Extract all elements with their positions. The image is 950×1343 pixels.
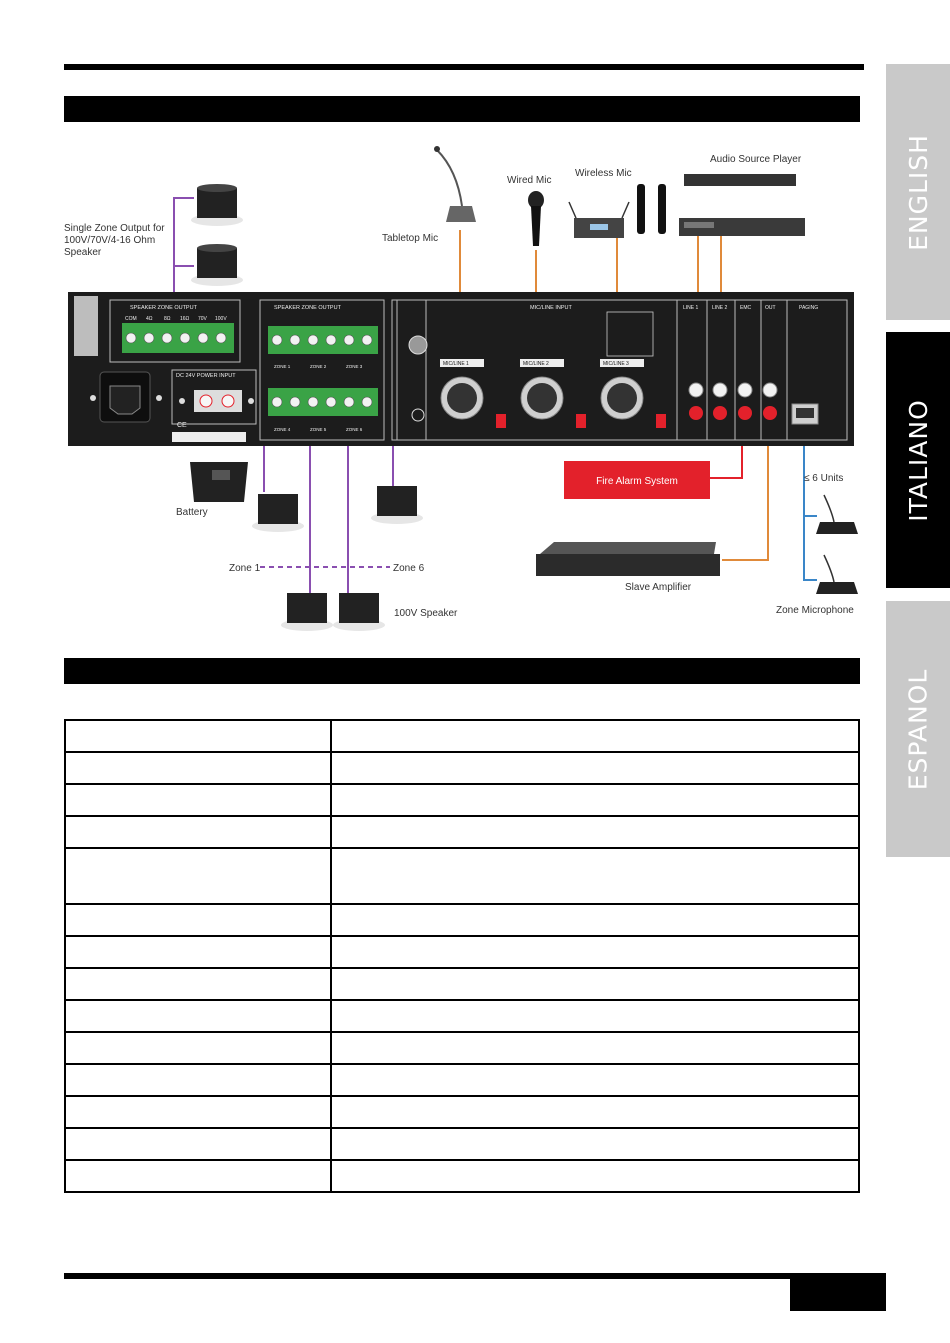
table-row (64, 999, 860, 1033)
svg-text:COM: COM (125, 316, 137, 322)
xlr-inputs: MIC/LINE 1 MIC/LINE 2 MIC/LINE 3 (440, 359, 666, 428)
label-six-units: ≤ 6 Units (804, 473, 843, 484)
zone-mic-1 (816, 494, 858, 534)
label-tabletop-mic: Tabletop Mic (382, 233, 438, 244)
svg-text:100V: 100V (215, 316, 227, 322)
ceiling-speaker-4 (371, 486, 423, 524)
table-row (64, 783, 860, 817)
tab-espanol[interactable]: ESPANOL (886, 601, 950, 857)
single-zone-terminals: COM 4Ω 8Ω 16Ω 70V 100V (122, 316, 234, 353)
svg-text:MIC/LINE 2: MIC/LINE 2 (523, 361, 549, 367)
label-zone1: Zone 1 (229, 563, 261, 574)
ceiling-speaker-3 (252, 494, 304, 532)
tab-english[interactable]: ENGLISH (886, 64, 950, 320)
ac-inlet (90, 371, 162, 423)
rear-panel (68, 292, 854, 446)
svg-text:ZONE 1: ZONE 1 (274, 364, 291, 369)
table-row (64, 967, 860, 1001)
label-wired-mic: Wired Mic (507, 175, 551, 186)
zone-terminals-bottom: ZONE 4 ZONE 5 ZONE 6 (268, 388, 378, 432)
paging-port (791, 403, 819, 425)
label-slave-amp: Slave Amplifier (625, 582, 692, 593)
bottom-rule (64, 1273, 886, 1279)
ceiling-speaker-5 (281, 593, 333, 631)
svg-text:ZONE 5: ZONE 5 (310, 427, 327, 432)
label-audio-source: Audio Source Player (710, 154, 802, 165)
svg-text:ZONE 4: ZONE 4 (274, 427, 291, 432)
section-header-bar-2 (64, 658, 860, 684)
wire-slave-amp (722, 410, 769, 561)
svg-text:ZONE 3: ZONE 3 (346, 364, 363, 369)
tabletop-mic (434, 146, 476, 222)
table-row (64, 719, 860, 753)
zone-mic-2 (816, 554, 858, 594)
page-number-box (790, 1279, 886, 1311)
label-wireless-mic: Wireless Mic (575, 168, 632, 179)
slave-amplifier (536, 542, 720, 576)
right-section-labels: LINE 1 LINE 2 EMC OUT PAGING (683, 305, 818, 311)
svg-text:OUT: OUT (765, 305, 776, 311)
label-dc-power: DC 24V POWER INPUT (176, 373, 236, 379)
svg-text:8Ω: 8Ω (164, 316, 171, 322)
label-100v-speaker: 100V Speaker (394, 608, 458, 619)
svg-text:70V: 70V (198, 316, 208, 322)
table-row (64, 903, 860, 937)
label-battery: Battery (176, 507, 208, 518)
table-row (64, 1127, 860, 1161)
table-row (64, 1159, 860, 1193)
table-row (64, 815, 860, 849)
wire-paging (803, 425, 817, 581)
svg-text:LINE 1: LINE 1 (683, 305, 699, 311)
fire-alarm-box (564, 461, 710, 499)
svg-text:16Ω: 16Ω (180, 316, 190, 322)
label-mic-line-input: MIC/LINE INPUT (530, 305, 573, 311)
rca-jacks (688, 382, 778, 420)
dc-terminals (179, 390, 254, 412)
label-fire-alarm: Fire Alarm System (596, 476, 678, 487)
svg-text:ZONE 2: ZONE 2 (310, 364, 327, 369)
ceiling-speaker-1 (191, 184, 243, 226)
wireless-mic (568, 184, 666, 238)
svg-text:ZONE 6: ZONE 6 (346, 427, 363, 432)
label-speaker-zone-output-single: SPEAKER ZONE OUTPUT (130, 305, 198, 311)
wired-mic (528, 191, 544, 246)
label-speaker-zone-output: SPEAKER ZONE OUTPUT (274, 305, 342, 311)
table-row (64, 847, 860, 905)
zone-terminals-top: ZONE 1 ZONE 2 ZONE 3 (268, 326, 378, 369)
svg-text:PAGING: PAGING (799, 305, 818, 311)
label-zone-mic: Zone Microphone (776, 605, 854, 616)
svg-text:MIC/LINE 1: MIC/LINE 1 (443, 361, 469, 367)
battery (190, 462, 248, 502)
label-zone6: Zone 6 (393, 563, 425, 574)
label-ce: CE (177, 422, 187, 429)
audio-source-player (679, 174, 805, 236)
table-row (64, 751, 860, 785)
tab-italiano[interactable]: ITALIANO (886, 332, 950, 588)
table-row (64, 1031, 860, 1065)
svg-text:EMC: EMC (740, 305, 752, 311)
section-header-bar-1 (64, 96, 860, 122)
ceiling-speaker-2 (191, 244, 243, 286)
table-row (64, 1063, 860, 1097)
ceiling-speaker-6 (333, 593, 385, 631)
top-rule (64, 64, 864, 70)
table-row (64, 935, 860, 969)
svg-text:MIC/LINE 3: MIC/LINE 3 (603, 361, 629, 367)
svg-text:LINE 2: LINE 2 (712, 305, 728, 311)
table-row (64, 1095, 860, 1129)
svg-text:4Ω: 4Ω (146, 316, 153, 322)
spec-table (64, 719, 860, 1193)
